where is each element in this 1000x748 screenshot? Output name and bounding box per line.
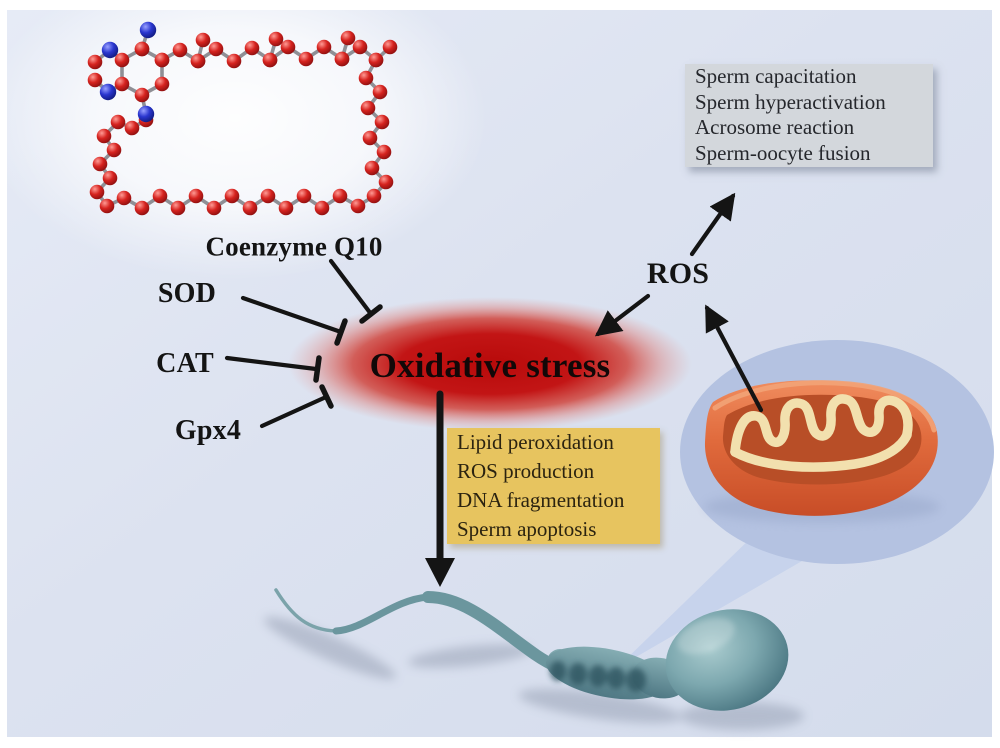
cat-label: CAT [156, 348, 214, 379]
ros-functions-box: Sperm capacitation Sperm hyperactivation… [685, 64, 933, 167]
ros-label: ROS [646, 257, 710, 290]
coenzyme-q10-molecule [87, 21, 398, 216]
arrow-ros-to-oxidative-stress [594, 293, 651, 337]
inhibition-line-cat [224, 355, 322, 383]
damage-item: Lipid peroxidation [457, 430, 614, 454]
ros-function-item: Sperm-oocyte fusion [695, 140, 871, 165]
oxidative-damage-box: Lipid peroxidation ROS production DNA fr… [447, 428, 660, 544]
sperm-cell-illustration [264, 588, 804, 730]
inhibition-line-sod [240, 295, 348, 346]
damage-item: DNA fragmentation [457, 488, 625, 512]
arrow-mitochondrion-to-ros [704, 304, 764, 413]
damage-item: ROS production [457, 459, 595, 483]
sod-label: SOD [157, 278, 217, 309]
damage-item: Sperm apoptosis [457, 517, 597, 541]
mitochondrion-illustration [704, 380, 940, 523]
arrow-ros-to-functions [689, 192, 736, 257]
oxidative-stress-ellipse [288, 297, 692, 431]
inhibition-line-gpx4 [259, 384, 334, 429]
ros-function-item: Sperm hyperactivation [695, 89, 886, 114]
inhibition-line-coenzyme-q10 [328, 258, 383, 324]
coenzyme-q10-label: Coenzyme Q10 [205, 231, 383, 262]
ros-function-item: Sperm capacitation [695, 64, 857, 88]
arrow-oxidative-stress-to-sperm [425, 390, 455, 587]
ros-function-item: Acrosome reaction [695, 115, 855, 140]
gpx4-label: Gpx4 [174, 415, 242, 446]
oxidative-stress-label: Oxidative stress [369, 346, 611, 385]
